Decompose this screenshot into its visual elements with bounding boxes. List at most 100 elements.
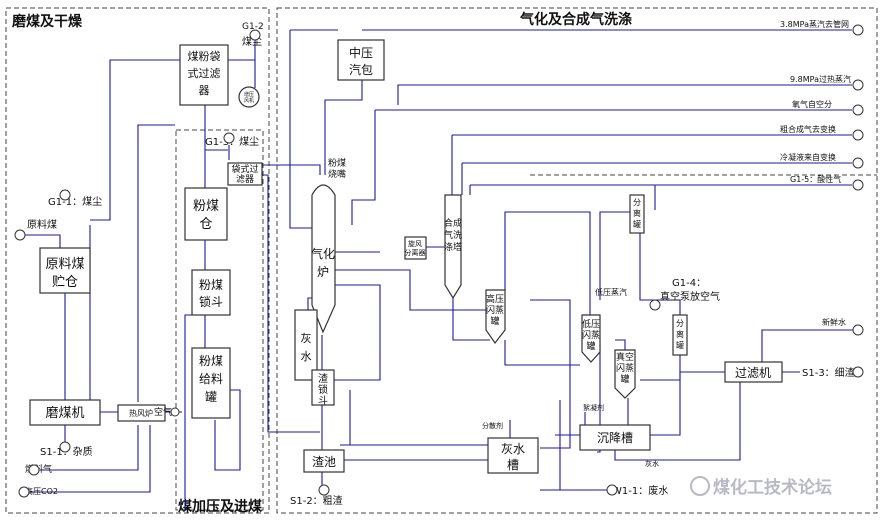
label-oxygen: 氧气自空分 [792,99,832,109]
svg-text:器: 器 [199,84,210,97]
separator-drum-mid: 分 离 罐 [672,314,688,356]
svg-text:离: 离 [633,208,641,218]
label-raw-coal: 原料煤 [27,218,57,231]
gasifier: 气化 炉 [311,184,336,334]
slag-lock-hopper: 渣 锁 斗 [311,369,335,407]
feed-tank: 粉煤 给料 罐 [191,347,231,419]
section-title-grinding: 磨煤及干燥 [12,13,83,30]
svg-text:粉煤: 粉煤 [199,278,223,292]
svg-text:锁斗: 锁斗 [199,294,223,309]
svg-text:闪蒸: 闪蒸 [486,304,504,316]
svg-text:粉煤: 粉煤 [199,354,223,368]
coal-burner: 粉煤 烧嘴 [328,157,346,180]
svg-text:锁: 锁 [318,383,328,396]
label-w1-1: W1-1：废水 [612,484,668,497]
svg-text:低压: 低压 [582,318,600,330]
svg-text:闪蒸: 闪蒸 [582,329,600,341]
svg-text:闪蒸: 闪蒸 [616,362,634,374]
svg-text:气洗: 气洗 [444,229,462,241]
svg-text:罐: 罐 [586,340,595,352]
label-g1-4: G1-4： [672,278,706,289]
steam-drum: 中压 汽包 [337,39,385,81]
svg-text:罐: 罐 [676,340,684,350]
svg-text:增压: 增压 [244,91,254,98]
svg-text:渣: 渣 [318,372,328,385]
section-title-gasification: 气化及合成气洗涤 [519,11,632,28]
svg-text:烧嘴: 烧嘴 [328,168,346,180]
label-sh-steam: 9.8MPa过热蒸汽 [790,74,851,84]
svg-text:仓: 仓 [199,217,212,232]
hp-flash-drum: 高压 闪蒸 罐 [485,289,506,345]
label-hp-co2: 高压CO2 [25,486,58,496]
svg-text:中压: 中压 [349,45,373,60]
svg-text:水: 水 [301,350,312,363]
svg-text:涤塔: 涤塔 [444,241,462,253]
svg-text:袋式过: 袋式过 [231,163,258,175]
svg-text:汽包: 汽包 [349,62,373,77]
svg-text:贮仓: 贮仓 [52,275,78,290]
filter-press: 过滤机 [724,361,783,383]
svg-text:原料煤: 原料煤 [45,257,84,272]
grinding-section-frame [5,7,270,514]
label-s1-2: S1-2：粗渣 [290,494,343,507]
svg-text:沉降槽: 沉降槽 [597,431,633,445]
svg-text:粉煤: 粉煤 [328,157,346,169]
bag-filter: 煤粉袋 式过滤 器 [179,44,229,106]
watermark-text: 煤化工技术论坛 [713,477,832,498]
svg-text:炉: 炉 [317,265,329,279]
svg-text:渣池: 渣池 [312,455,336,469]
svg-text:槽: 槽 [507,458,519,472]
svg-text:磨煤机: 磨煤机 [45,406,84,421]
svg-text:罐: 罐 [620,373,629,385]
svg-text:真空: 真空 [616,351,634,363]
label-steam-out: 3.8MPa蒸汽去管网 [780,19,849,29]
lock-hopper: 粉煤 锁斗 [191,269,231,316]
svg-text:旋风: 旋风 [408,239,422,248]
label-condensate: 冷凝液来自变换 [780,152,836,162]
svg-text:合成: 合成 [444,217,462,229]
gasification-section-frame [276,7,878,514]
svg-text:过滤机: 过滤机 [735,366,771,380]
syngas-scrubber: 合成 气洗 涤塔 [444,194,462,300]
svg-text:罐: 罐 [205,390,217,404]
coal-mill: 磨煤机 [29,399,101,426]
pressurization-section-frame [175,129,264,511]
svg-text:罐: 罐 [633,219,641,229]
flow-lines [25,29,855,510]
connector-ports [14,24,864,498]
svg-text:给料: 给料 [199,372,223,386]
slag-pool: 渣池 [303,449,345,473]
label-ash-water: 灰水 [645,459,659,468]
svg-text:煤粉袋: 煤粉袋 [188,49,221,63]
svg-text:斗: 斗 [318,395,328,407]
svg-text:分: 分 [676,319,684,328]
svg-text:罐: 罐 [490,315,499,327]
svg-text:滤器: 滤器 [236,173,254,185]
label-lp-steam: 低压蒸汽 [595,287,627,297]
svg-text:式过滤: 式过滤 [188,67,221,80]
label-g1-5: G1-5：酸性气 [790,174,841,184]
lp-flash-drum: 低压 闪蒸 罐 [581,314,601,363]
label-s1-3: S1-3：细渣 [802,366,855,379]
svg-text:气化: 气化 [311,246,335,261]
label-g1-1: G1-1：煤尘 [48,195,102,208]
label-vac-vent: 真空泵放空气 [660,290,720,303]
raw-coal-bin: 原料煤 贮仓 [39,247,91,294]
label-fresh-water: 新鲜水 [822,317,846,327]
vacuum-flash-drum: 真空 闪蒸 罐 [614,349,636,399]
separator-drum-top: 分 离 罐 [629,194,645,234]
coal-silo: 粉煤 仓 [184,187,228,241]
svg-text:粉煤: 粉煤 [193,199,219,214]
watermark: 煤化工技术论坛 [690,476,832,498]
label-g1-2: G1-2 [242,22,264,32]
section-title-pressurization: 煤加压及进煤 [178,498,263,515]
ash-water-column: 灰 水 [294,309,318,381]
svg-text:高压: 高压 [486,293,504,305]
label-syngas-out: 粗合成气去变换 [780,124,836,134]
hot-air-heater: 热风炉 [117,404,166,422]
svg-text:分: 分 [633,198,641,207]
label-dispersant: 分散剂 [482,421,503,430]
label-flocculant: 絮凝剂 [583,403,604,412]
svg-text:分离器: 分离器 [405,248,426,257]
